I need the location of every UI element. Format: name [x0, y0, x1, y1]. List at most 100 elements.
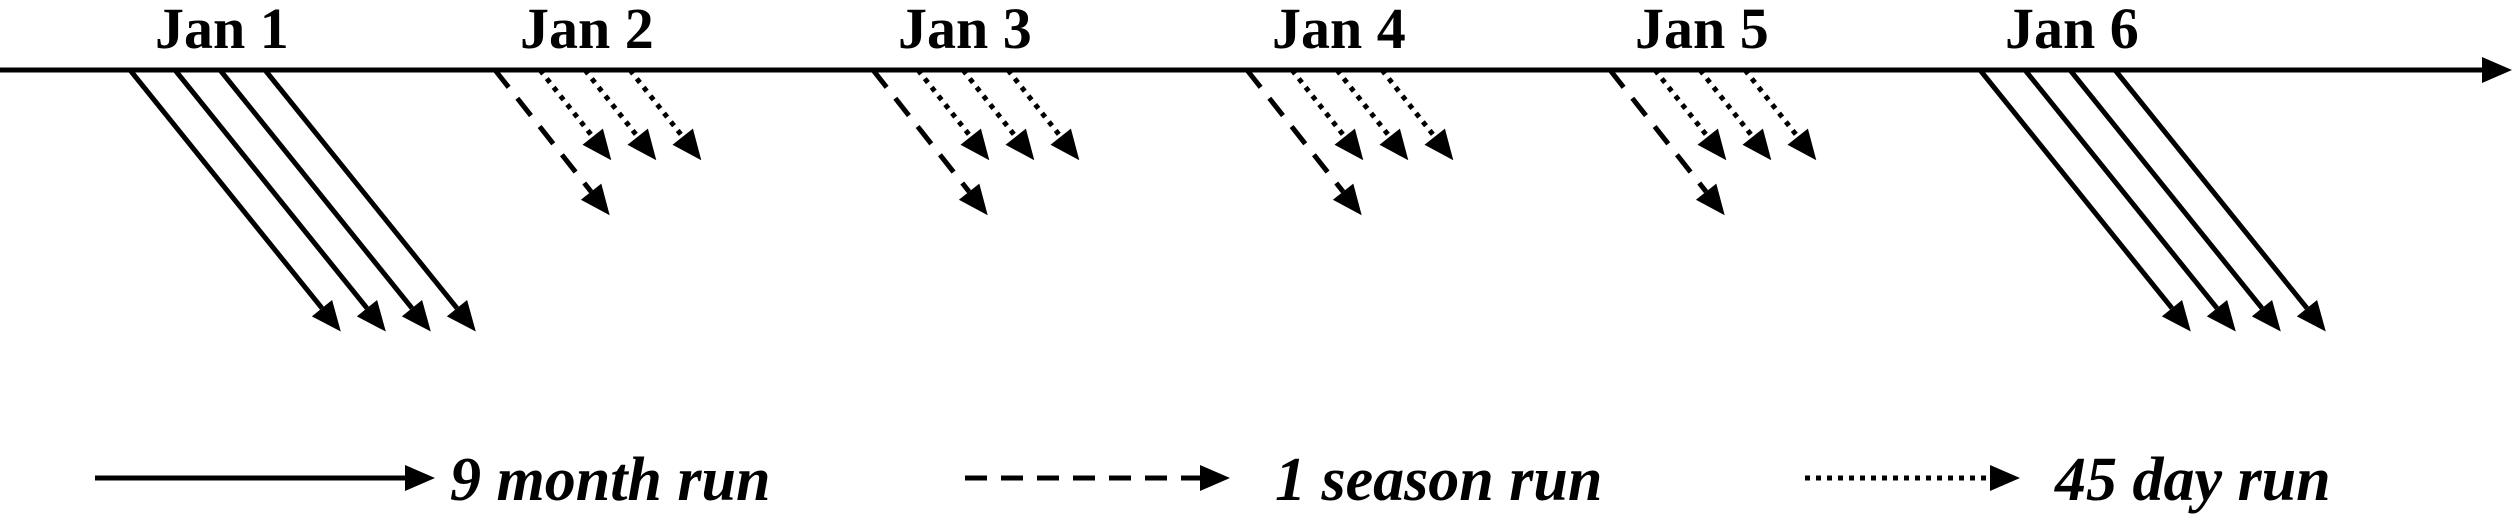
arrow-head	[627, 128, 657, 161]
arrow-shaft	[1380, 68, 1437, 139]
arrow-shaft	[583, 68, 640, 139]
arrow-head	[1332, 183, 1362, 216]
9-month-run-arrow	[218, 68, 431, 332]
45-day-run-arrow	[628, 68, 702, 161]
45-day-run-arrow	[1653, 68, 1727, 161]
arrow-head	[1050, 128, 1080, 161]
legend-label: 1 season run	[1275, 446, 1602, 514]
arrow-shaft	[1245, 68, 1346, 194]
45-day-run-arrow	[1698, 68, 1772, 161]
legend-swatch-arrow	[1805, 465, 2020, 491]
arrow-head	[1005, 128, 1035, 161]
45-day-run-arrow	[916, 68, 990, 161]
arrow-shaft	[263, 68, 459, 310]
45-day-run-arrow	[1006, 68, 1080, 161]
day-labels: Jan 1 Jan 2 Jan 3 Jan 4 Jan 5 Jan 6	[155, 0, 2139, 61]
day-group-1	[128, 68, 476, 332]
arrow-shaft	[173, 68, 369, 310]
day-label: Jan 3	[898, 0, 1032, 61]
45-day-run-arrow	[1290, 68, 1364, 161]
arrow-shaft	[2023, 68, 2219, 310]
day-label: Jan 6	[2005, 0, 2139, 61]
arrow-head	[401, 300, 431, 332]
arrow-head	[1334, 128, 1364, 161]
legend-item-1-season: 1 season run	[965, 446, 1602, 514]
arrow-head	[1379, 128, 1409, 161]
legend-swatch-arrow	[965, 465, 1230, 491]
arrow-head	[1787, 128, 1817, 161]
day-label: Jan 2	[520, 0, 654, 61]
1-season-run-arrow	[871, 68, 988, 216]
arrow-shaft	[1290, 68, 1347, 139]
9-month-run-arrow	[2113, 68, 2326, 332]
9-month-run-arrow	[2023, 68, 2236, 332]
arrow-shaft	[871, 68, 972, 194]
arrow-head	[2206, 300, 2236, 332]
arrow-shaft	[218, 68, 414, 310]
timeline-axis-arrow	[0, 57, 2512, 83]
day-group-2	[493, 68, 702, 216]
45-day-run-arrow	[1380, 68, 1454, 161]
run-arrows	[128, 68, 2326, 332]
45-day-run-arrow	[1743, 68, 1817, 161]
day-label: Jan 4	[1272, 0, 1406, 61]
arrow-shaft	[2113, 68, 2309, 310]
arrow-head	[2251, 300, 2281, 332]
45-day-run-arrow	[1335, 68, 1409, 161]
arrow-head	[1990, 465, 2020, 491]
arrow-head	[1742, 128, 1772, 161]
9-month-run-arrow	[128, 68, 341, 332]
45-day-run-arrow	[583, 68, 657, 161]
arrow-head	[311, 300, 341, 332]
9-month-run-arrow	[2068, 68, 2281, 332]
legend: 9 month run 1 season run 45 day run	[95, 446, 2331, 514]
arrow-head	[582, 128, 612, 161]
timeline	[0, 57, 2512, 83]
arrow-shaft	[1698, 68, 1755, 139]
arrow-head	[1200, 465, 1230, 491]
arrow-shaft	[2068, 68, 2264, 310]
day-label: Jan 5	[1635, 0, 1769, 61]
day-label: Jan 1	[155, 0, 289, 61]
arrow-head	[960, 128, 990, 161]
arrow-shaft	[493, 68, 594, 194]
legend-label: 9 month run	[450, 446, 771, 514]
arrow-shaft	[128, 68, 324, 310]
arrow-shaft	[1006, 68, 1063, 139]
arrow-head	[1697, 128, 1727, 161]
arrow-head	[2296, 300, 2326, 332]
legend-label: 45 day run	[2054, 446, 2331, 514]
legend-item-45-day: 45 day run	[1805, 446, 2331, 514]
arrow-head	[2161, 300, 2191, 332]
1-season-run-arrow	[1608, 68, 1725, 216]
arrow-head	[356, 300, 386, 332]
day-group-4	[1245, 68, 1454, 216]
arrow-shaft	[961, 68, 1018, 139]
9-month-run-arrow	[173, 68, 386, 332]
arrow-head	[405, 465, 435, 491]
arrow-head	[672, 128, 702, 161]
9-month-run-arrow	[263, 68, 476, 332]
arrow-head	[1695, 183, 1725, 216]
arrow-shaft	[1608, 68, 1709, 194]
9-month-run-arrow	[1978, 68, 2191, 332]
arrow-shaft	[1653, 68, 1710, 139]
arrow-shaft	[1335, 68, 1392, 139]
legend-item-9-month: 9 month run	[95, 446, 771, 514]
day-group-3	[871, 68, 1080, 216]
arrow-head	[1424, 128, 1454, 161]
arrow-head	[2482, 57, 2512, 83]
legend-swatch-arrow	[95, 465, 435, 491]
arrow-head	[580, 183, 610, 216]
arrow-shaft	[916, 68, 973, 139]
45-day-run-arrow	[961, 68, 1035, 161]
day-group-5	[1608, 68, 1817, 216]
arrow-shaft	[1978, 68, 2174, 310]
arrow-shaft	[538, 68, 595, 139]
arrow-head	[446, 300, 476, 332]
arrow-shaft	[628, 68, 685, 139]
45-day-run-arrow	[538, 68, 612, 161]
arrow-head	[958, 183, 988, 216]
arrow-shaft	[1743, 68, 1800, 139]
